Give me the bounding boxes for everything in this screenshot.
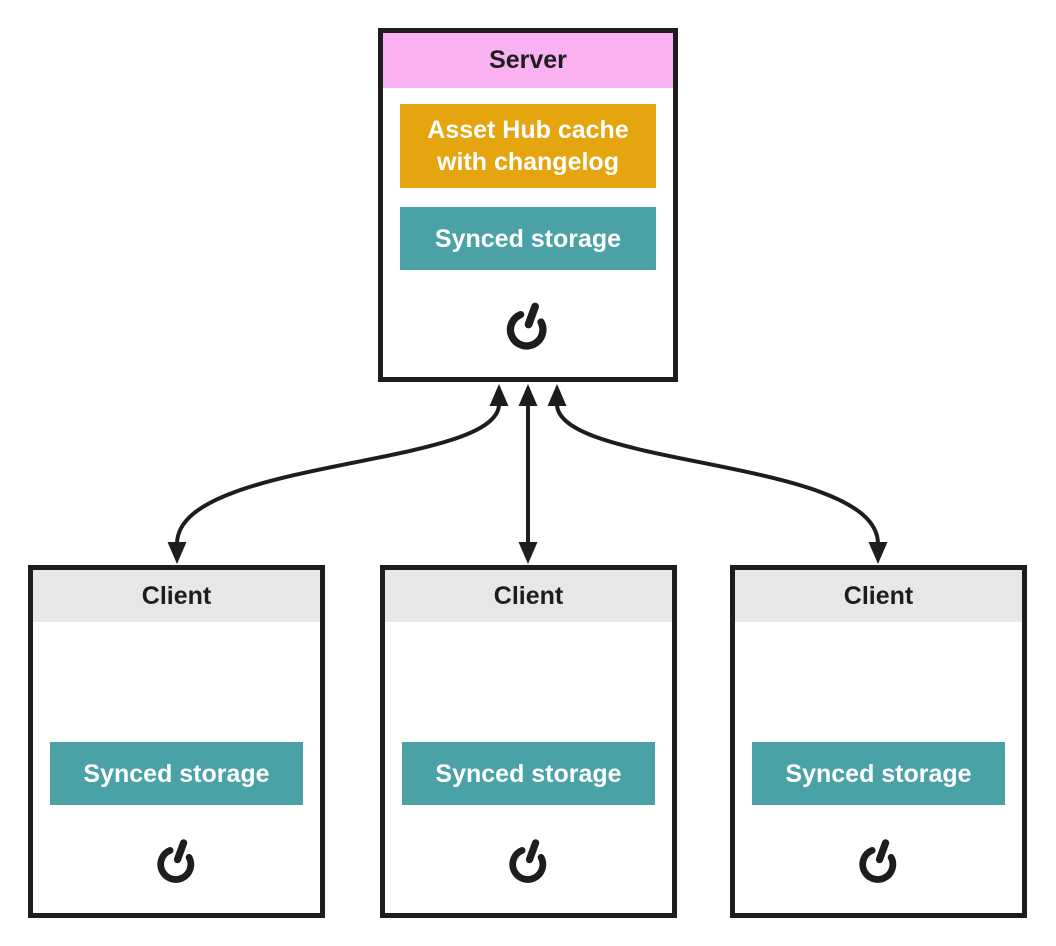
synced-storage-module: Synced storage	[402, 742, 655, 805]
synced-storage-module: Synced storage	[50, 742, 303, 805]
client-node-1: Client Synced storage	[28, 565, 325, 918]
arrowhead-down-icon	[868, 542, 888, 564]
server-title: Server	[383, 33, 673, 88]
client-node-3: Client Synced storage	[730, 565, 1027, 918]
power-icon	[853, 835, 905, 887]
server-client3-bidirectional-arrow	[547, 384, 888, 564]
arrowhead-up-icon	[518, 384, 538, 406]
power-icon	[500, 298, 556, 354]
arrowhead-up-icon	[547, 384, 567, 406]
server-client2-bidirectional-arrow	[518, 384, 538, 564]
arrowhead-down-icon	[167, 542, 187, 564]
client-title: Client	[385, 570, 672, 622]
synced-storage-module: Synced storage	[752, 742, 1005, 805]
server-node: Server Asset Hub cache with changelog Sy…	[378, 28, 678, 382]
client-title: Client	[33, 570, 320, 622]
client-title: Client	[735, 570, 1022, 622]
arrowhead-down-icon	[518, 542, 538, 564]
client-node-2: Client Synced storage	[380, 565, 677, 918]
arrowhead-up-icon	[489, 384, 509, 406]
synced-storage-module: Synced storage	[400, 207, 656, 270]
server-client1-bidirectional-arrow	[167, 384, 509, 564]
asset-hub-cache-module: Asset Hub cache with changelog	[400, 104, 656, 188]
power-icon	[503, 835, 555, 887]
power-icon	[151, 835, 203, 887]
